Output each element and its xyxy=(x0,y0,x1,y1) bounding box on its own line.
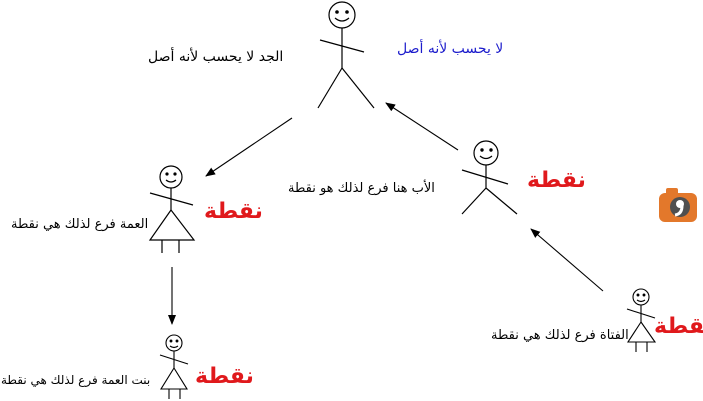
aunt-figure xyxy=(148,165,196,253)
father-point: نقطة xyxy=(527,168,586,193)
grandfather-caption: الجد لا يحسب لأنه أصل xyxy=(148,49,284,65)
grandfather-note: لا يحسب لأنه أصل xyxy=(397,41,504,57)
aunt-caption: العمة فرع لذلك هي نقطة xyxy=(11,217,149,232)
cousin-figure xyxy=(159,334,189,399)
cousin-point: نقطة xyxy=(195,364,254,389)
cousin-caption: بنت العمة فرع لذلك هي نقطة xyxy=(1,373,151,387)
grandfather-figure xyxy=(317,1,375,109)
aunt-point: نقطة xyxy=(204,199,263,224)
arrow-grandfather-to-aunt xyxy=(205,117,293,177)
camera-logo-icon xyxy=(659,188,697,222)
father-figure xyxy=(461,140,518,215)
girl-caption: الفتاة فرع لذلك هي نقطة xyxy=(491,328,629,343)
girl-point: نقطة xyxy=(654,314,703,339)
girl-figure xyxy=(626,288,657,352)
arrow-father-to-grandfather xyxy=(385,102,459,151)
arrow-girl-to-father xyxy=(530,228,604,292)
father-caption: الأب هنا فرع لذلك هو نقطة xyxy=(288,181,435,196)
